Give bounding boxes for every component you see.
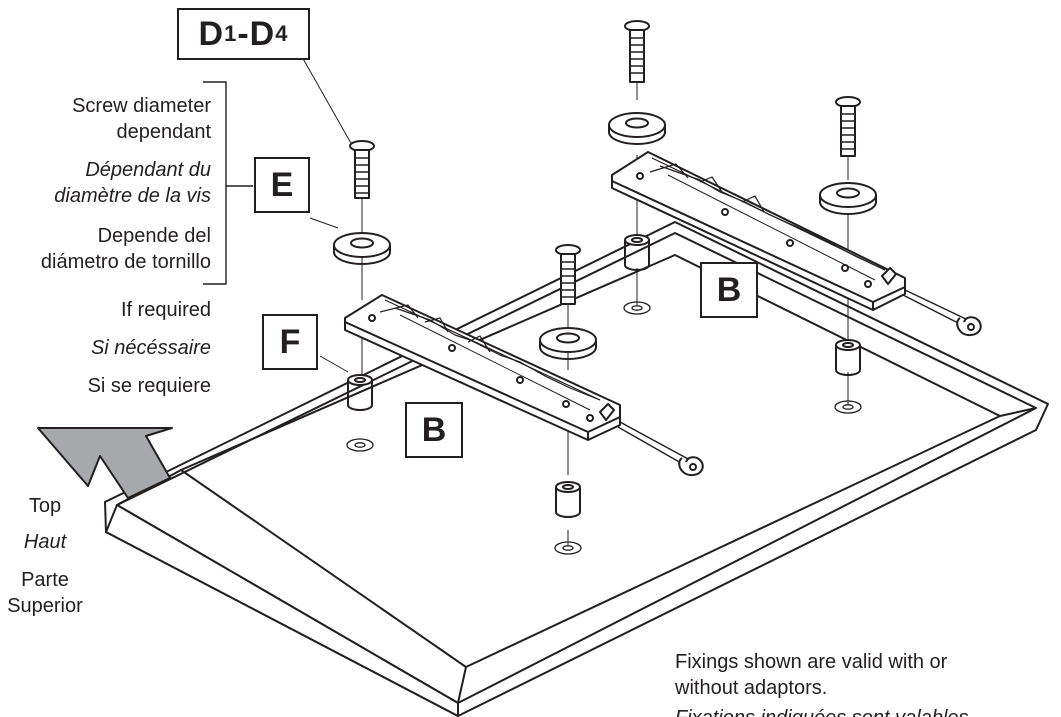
- bracket-right-code: B: [716, 270, 742, 309]
- part-code-box-bracket-left: B: [405, 402, 463, 458]
- mounting-holes: [346, 301, 862, 555]
- footer-note-line-3: Fixations indiquées sont valables: [675, 706, 969, 717]
- note-screw-en-1: Screw diameter: [72, 95, 211, 117]
- washer-center: [539, 327, 597, 360]
- spacer-center: [555, 481, 581, 518]
- part-code-box-bracket-right: B: [700, 262, 758, 318]
- screw-prefix-1: D: [198, 14, 225, 53]
- label-bracket-upper: [203, 81, 227, 285]
- screw-center: [555, 244, 581, 305]
- spacer-top: [624, 234, 650, 271]
- orientation-top-en: Top: [28, 495, 62, 517]
- bracket-right: [611, 151, 982, 337]
- washer-left: [333, 232, 391, 265]
- screw-left: [349, 140, 375, 199]
- screw-separator: -D: [237, 14, 276, 53]
- orientation-top-fr: Haut: [23, 531, 67, 553]
- footer-note-line-1: Fixings shown are valid with or: [675, 651, 948, 673]
- spacer-code: F: [279, 322, 301, 361]
- bracket-left: [344, 294, 704, 477]
- screw-index-last: 4: [275, 21, 289, 46]
- note-screw-es-1: Depende del: [97, 225, 211, 247]
- screw-right: [835, 96, 861, 157]
- footer-note-line-2: without adaptors.: [675, 677, 828, 699]
- part-code-box-washer: E: [254, 157, 310, 213]
- note-required-fr: Si nécéssaire: [90, 337, 211, 359]
- note-required-es: Si se requiere: [87, 375, 211, 397]
- spacer-right: [835, 339, 861, 376]
- note-screw-en-2: dependant: [116, 121, 211, 143]
- top-direction-arrow: [37, 427, 173, 499]
- screw-top: [624, 20, 650, 83]
- washer-top: [608, 112, 666, 145]
- washer-code: E: [270, 165, 294, 204]
- orientation-top-es-2: Superior: [7, 595, 83, 617]
- note-screw-es-2: diámetro de tornillo: [40, 251, 211, 273]
- bracket-left-code: B: [421, 410, 447, 449]
- tv-back-panel: [104, 221, 1049, 717]
- screw-index-first: 1: [224, 21, 238, 46]
- washer-right: [819, 182, 877, 215]
- note-screw-fr-2: diamètre de la vis: [54, 185, 211, 207]
- spacer-left: [347, 374, 373, 411]
- note-required-en: If required: [120, 299, 211, 321]
- part-code-box-spacer: F: [262, 314, 318, 370]
- note-screw-fr-1: Dépendant du: [85, 159, 211, 181]
- orientation-top-es-1: Parte: [21, 569, 69, 591]
